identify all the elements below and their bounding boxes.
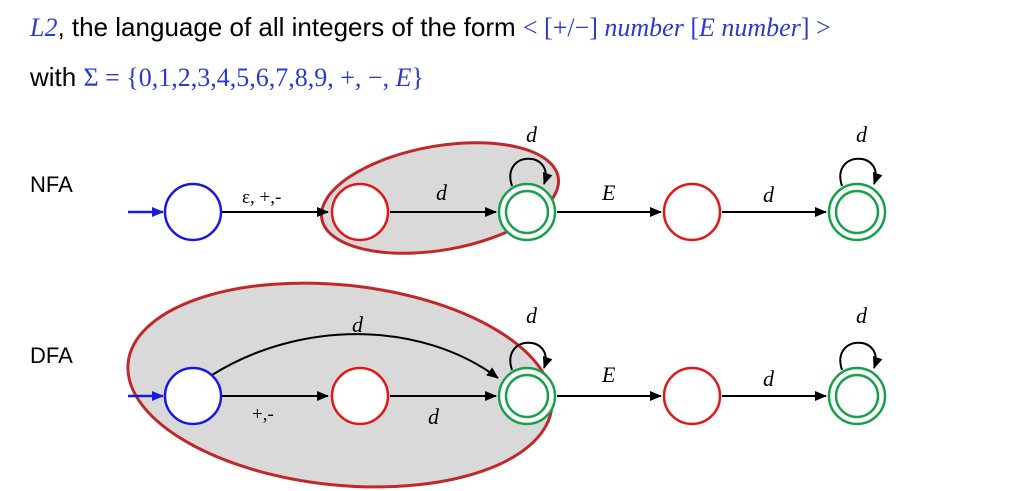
- dfa-state-s4: [827, 366, 887, 426]
- dfa-state-s2: [497, 366, 557, 426]
- dfa-label-s2-s3: E: [601, 362, 616, 387]
- nfa-state-s2: [497, 182, 557, 242]
- nfa-label-s2-loop: d: [526, 122, 538, 147]
- dfa-label-s4-loop: d: [856, 303, 868, 328]
- nfa-loop-s4: [839, 157, 883, 187]
- form-close: ] >: [800, 13, 831, 42]
- nfa-state-start: [163, 182, 223, 242]
- dfa-loop-s2: [509, 341, 553, 371]
- language-name: L2: [30, 13, 58, 42]
- nfa-label-s4-loop: d: [856, 122, 868, 147]
- nfa-state-s3: [662, 182, 722, 242]
- nfa-loop-s2: [509, 157, 553, 187]
- nfa-diagram: ε, +,- d d E d d: [128, 122, 887, 255]
- nfa-label-s1-s2: d: [436, 180, 448, 205]
- alphabet-close: }: [411, 63, 424, 92]
- dfa-state-start: [163, 366, 223, 426]
- form-bracket-open: [: [683, 13, 700, 42]
- alphabet-E: E: [395, 63, 412, 92]
- nfa-label-start-s1: ε, +,-: [242, 187, 281, 208]
- dfa-label-start-s2: d: [352, 312, 364, 337]
- nfa-state-s4: [827, 182, 887, 242]
- form-number-1: number: [604, 13, 684, 42]
- dfa-diagram: +,- d d d E d d: [126, 281, 887, 489]
- title-line-1: L2, the language of all integers of the …: [30, 12, 831, 43]
- title-line-2: with Σ = {0,1,2,3,4,5,6,7,8,9, +, −, E}: [30, 62, 424, 93]
- form-open: < [+/−]: [522, 13, 605, 42]
- title-text: , the language of all integers of the fo…: [57, 12, 523, 42]
- dfa-state-s1: [330, 366, 390, 426]
- nfa-label-s2-s3: E: [601, 180, 616, 205]
- dfa-state-s4-inner: [834, 373, 880, 419]
- alphabet-lhs: Σ = {0,1,2,3,4,5,6,7,8,9, +, −,: [83, 63, 396, 92]
- dfa-label: DFA: [30, 343, 73, 368]
- nfa-label-s3-s4: d: [763, 182, 775, 207]
- nfa-state-s1: [330, 182, 390, 242]
- form-number-2: number: [721, 13, 801, 42]
- dfa-state-s3: [662, 366, 722, 426]
- alphabet-prefix: with: [30, 62, 84, 92]
- dfa-label-s3-s4: d: [763, 366, 775, 391]
- dfa-state-s2-inner: [504, 373, 550, 419]
- dfa-label-s2-loop: d: [526, 303, 538, 328]
- dfa-edge-start-s2: [211, 333, 499, 379]
- nfa-state-s2-inner: [504, 189, 550, 235]
- dfa-label-start-s1: +,-: [252, 404, 274, 425]
- dfa-loop-s4: [839, 341, 883, 371]
- nfa-label: NFA: [30, 172, 73, 197]
- dfa-label-s1-s2: d: [428, 404, 440, 429]
- nfa-state-s4-inner: [834, 189, 880, 235]
- form-E: E: [699, 13, 715, 42]
